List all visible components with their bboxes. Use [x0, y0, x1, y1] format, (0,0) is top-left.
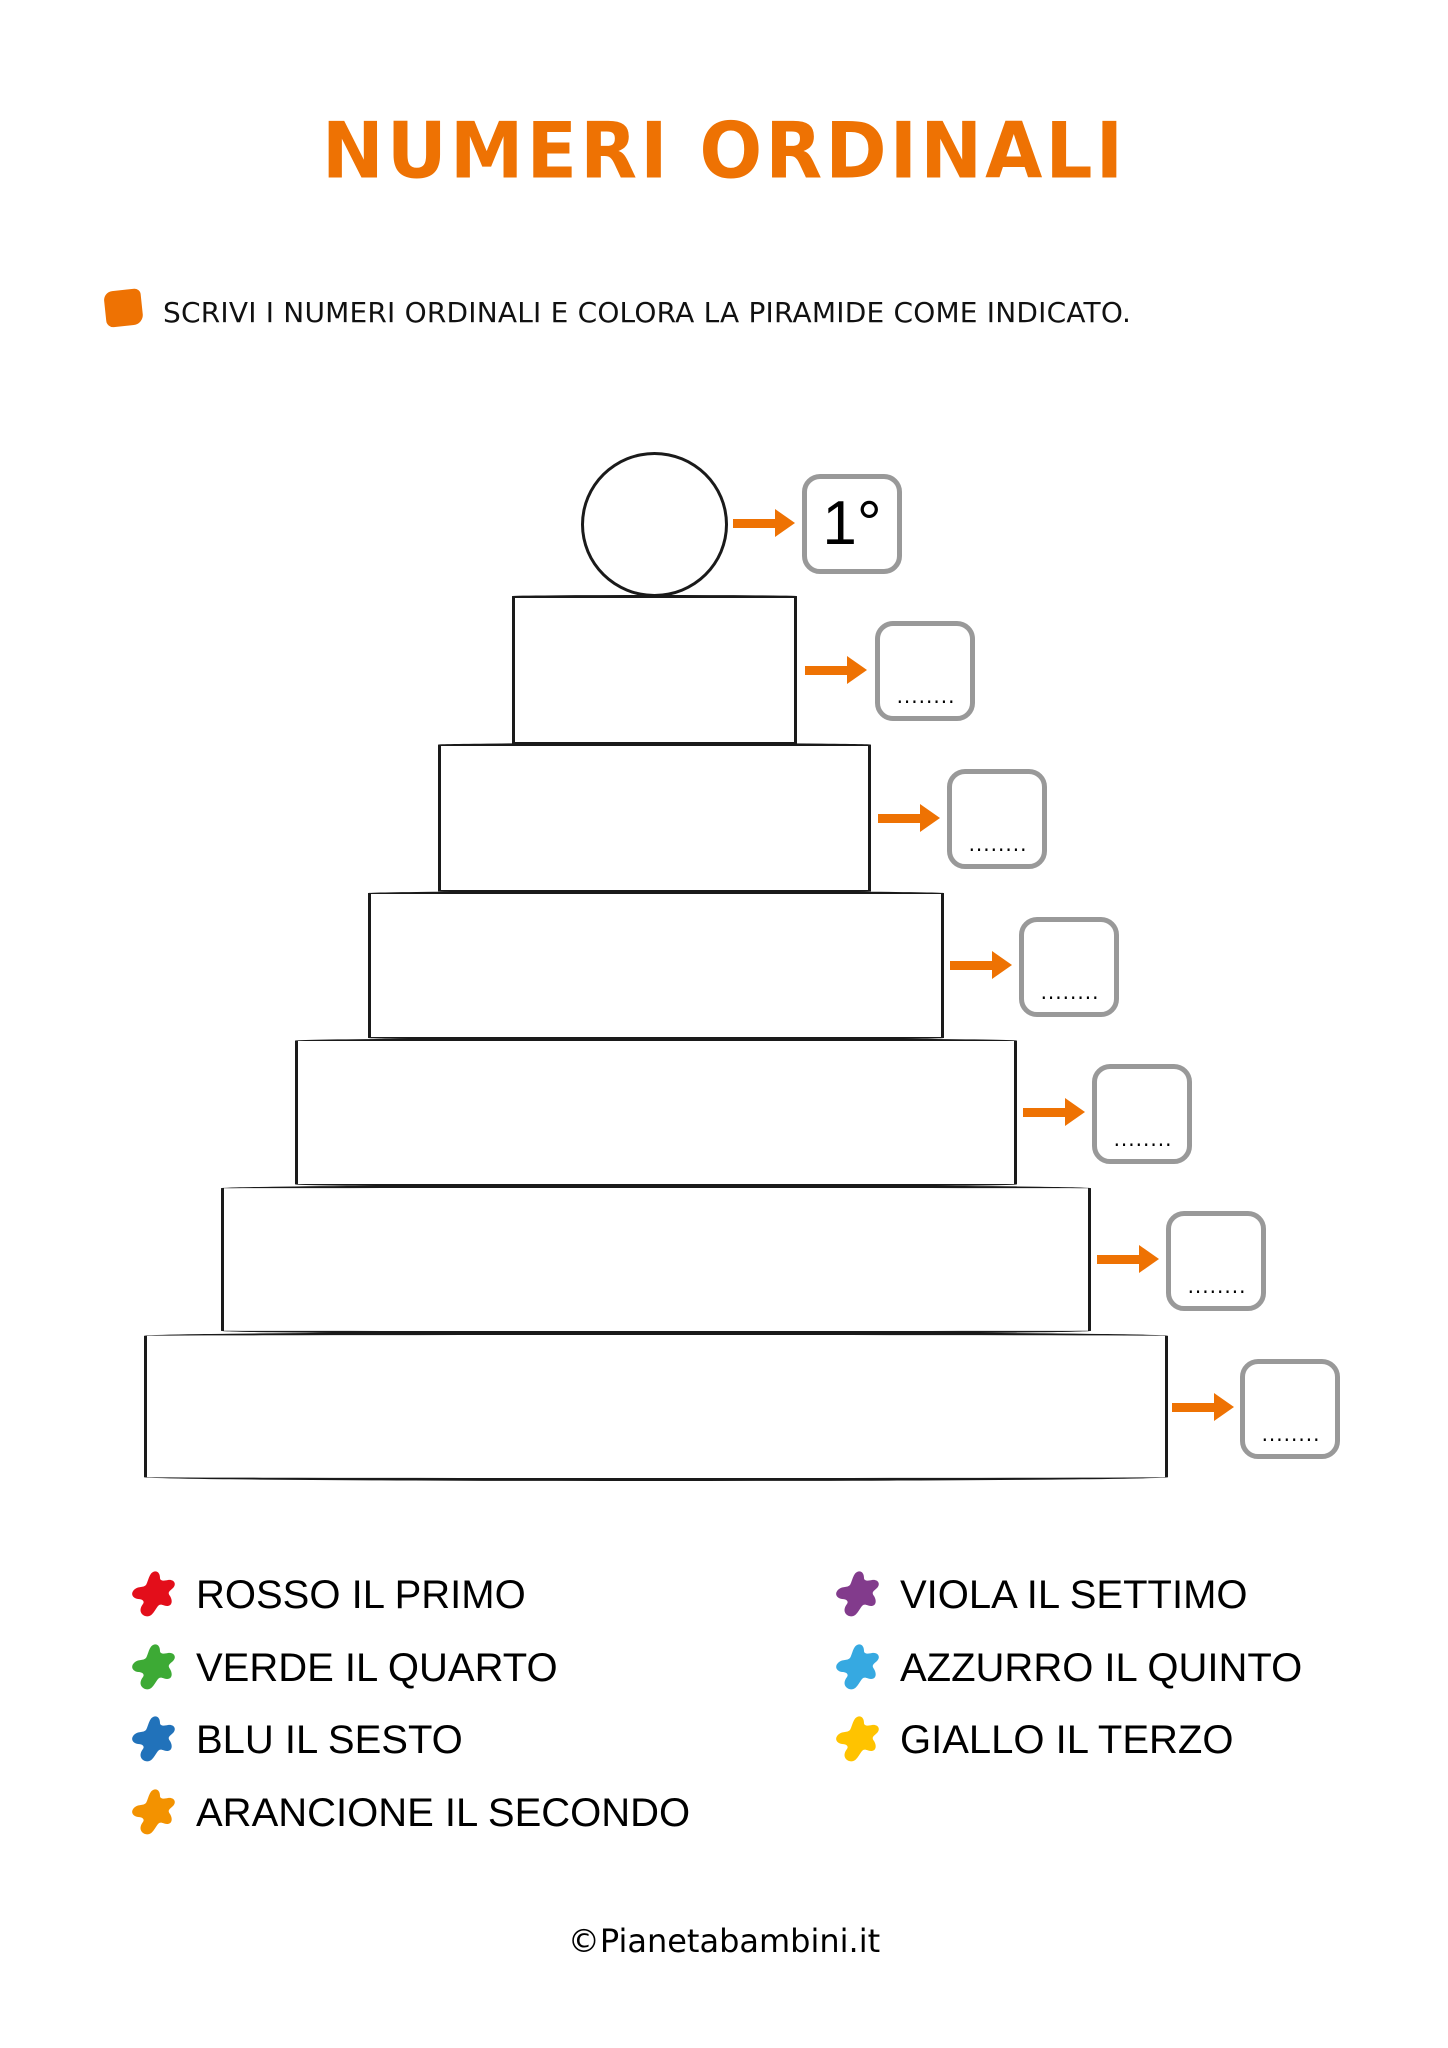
legend-label: ARANCIONE IL SECONDO — [196, 1790, 691, 1835]
arrow-icon — [733, 509, 795, 537]
pyramid-layer-2[interactable] — [512, 595, 797, 745]
paint-splash-icon — [132, 1571, 175, 1617]
legend-label: BLU IL SESTO — [196, 1717, 463, 1762]
copyright-footer: ©Pianetabambini.it — [567, 1922, 881, 1960]
pyramid-layer-3[interactable] — [438, 743, 871, 893]
pyramid-layer-5[interactable] — [295, 1038, 1017, 1187]
answer-value: 1° — [822, 489, 882, 558]
answer-box-4[interactable]: ........ — [1019, 917, 1119, 1017]
answer-placeholder: ........ — [896, 684, 956, 708]
answer-box-5[interactable]: ........ — [1092, 1064, 1192, 1164]
pyramid-layer-4[interactable] — [368, 891, 944, 1040]
answer-box-2[interactable]: ........ — [875, 621, 975, 721]
arrow-icon — [805, 656, 867, 684]
arrow-icon — [1097, 1245, 1159, 1273]
paint-splash-icon — [132, 1644, 175, 1690]
legend-item-verde: VERDE IL QUARTO — [126, 1640, 558, 1696]
arrow-icon — [1023, 1098, 1085, 1126]
pyramid-layer-1[interactable] — [581, 452, 728, 597]
bullet-icon — [103, 288, 144, 328]
paint-splash-icon — [836, 1571, 879, 1617]
paint-splash-icon — [836, 1716, 879, 1762]
answer-box-7[interactable]: ........ — [1240, 1359, 1340, 1459]
legend-item-viola: VIOLA IL SETTIMO — [830, 1567, 1248, 1623]
answer-box-3[interactable]: ........ — [947, 769, 1047, 869]
legend-item-azzurro: AZZURRO IL QUINTO — [830, 1640, 1302, 1696]
legend-label: VIOLA IL SETTIMO — [900, 1572, 1248, 1617]
legend-item-rosso: ROSSO IL PRIMO — [126, 1567, 526, 1623]
answer-box-1[interactable]: 1° — [802, 474, 902, 574]
answer-placeholder: ........ — [1040, 980, 1100, 1004]
legend-label: GIALLO IL TERZO — [900, 1717, 1234, 1762]
answer-placeholder: ........ — [968, 832, 1028, 856]
pyramid-layer-6[interactable] — [221, 1185, 1091, 1334]
arrow-icon — [1172, 1393, 1234, 1421]
paint-splash-icon — [836, 1644, 879, 1690]
legend-item-blu: BLU IL SESTO — [126, 1712, 463, 1768]
page-title: NUMERI ORDINALI — [321, 105, 1127, 197]
arrow-icon — [950, 951, 1012, 979]
pyramid-layer-7[interactable] — [144, 1332, 1168, 1481]
legend-label: ROSSO IL PRIMO — [196, 1572, 526, 1617]
answer-placeholder: ........ — [1113, 1127, 1173, 1151]
arrow-icon — [878, 804, 940, 832]
paint-splash-icon — [132, 1716, 175, 1762]
paint-splash-icon — [132, 1789, 175, 1835]
legend-label: AZZURRO IL QUINTO — [900, 1645, 1303, 1690]
answer-placeholder: ........ — [1187, 1274, 1247, 1298]
legend-label: VERDE IL QUARTO — [196, 1645, 558, 1690]
answer-placeholder: ........ — [1261, 1422, 1321, 1446]
legend-item-arancione: ARANCIONE IL SECONDO — [126, 1785, 690, 1841]
legend-item-giallo: GIALLO IL TERZO — [830, 1712, 1233, 1768]
instruction-text: SCRIVI I NUMERI ORDINALI E COLORA LA PIR… — [163, 296, 1132, 329]
answer-box-6[interactable]: ........ — [1166, 1211, 1266, 1311]
